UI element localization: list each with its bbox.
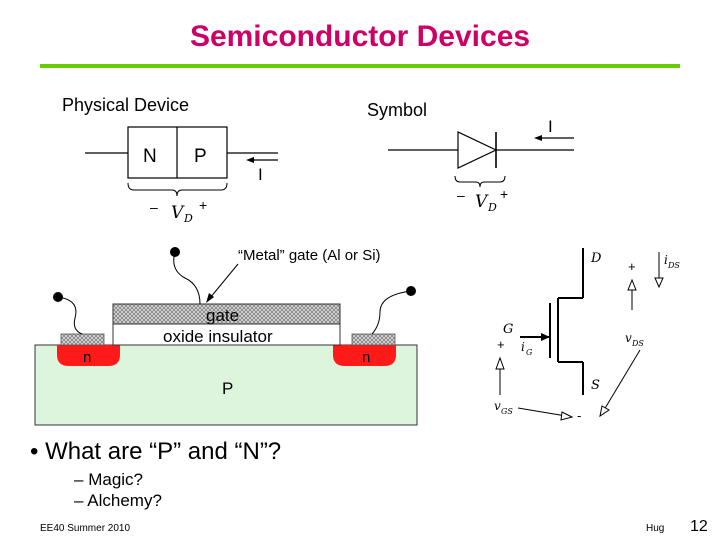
p-label: P [194, 146, 207, 167]
physical-current-label: I [258, 165, 263, 184]
page-number: 12 [690, 518, 708, 535]
symbol-vd-plus: + [500, 186, 508, 202]
vds-pointer-head [599, 405, 610, 418]
footer-course: EE40 Summer 2010 [40, 523, 131, 534]
metal-gate-label: “Metal” gate (Al or Si) [238, 247, 381, 264]
vds-pointer [603, 349, 641, 411]
symbol-heading: Symbol [367, 100, 428, 120]
physical-vd-brace [127, 182, 228, 197]
left-n-label: n [83, 349, 91, 366]
drain-label: D [590, 251, 602, 266]
vgs-label: v [494, 399, 501, 413]
gate-terminal-label: G [503, 322, 513, 337]
vgs-arrowhead [495, 356, 505, 370]
footer-author: Hug [646, 523, 665, 534]
sub-bullet-text: Magic? [88, 470, 144, 489]
gate-metal [112, 303, 341, 325]
ids-sub: DS [667, 261, 680, 270]
physical-vd-sub: D [183, 212, 193, 225]
physical-device-heading: Physical Device [62, 95, 190, 115]
right-n-label: n [362, 349, 370, 366]
slide-title: Semiconductor Devices [189, 20, 531, 53]
symbol-vd-sub: D [487, 201, 497, 214]
vgs-pointer-head [560, 411, 574, 421]
gate-terminal-wire [173, 251, 201, 305]
sub-bullet-text: Alchemy? [87, 491, 162, 510]
substrate-label: P [222, 379, 233, 398]
metal-gate-pointer [209, 263, 239, 299]
main-bullet: • What are “P” and “N”? [30, 438, 281, 466]
vds-sub: DS [631, 339, 644, 348]
bullet-text: What are “P” and “N”? [45, 438, 282, 465]
ids-plus: + [628, 259, 636, 274]
sub-bullet-2: – Alchemy? [74, 491, 162, 511]
symbol-vd-brace [454, 175, 506, 188]
gate-label: gate [206, 306, 239, 325]
left-terminal-wire [57, 296, 83, 335]
vds-arrowhead [627, 278, 637, 291]
vgs-plus: + [497, 337, 505, 352]
title-rule [40, 64, 680, 68]
physical-vd-label: V [171, 203, 185, 223]
ig-sub: G [526, 348, 533, 357]
symbol-vd-label: V [475, 192, 489, 212]
n-label: N [143, 146, 157, 167]
gate-arrowhead [541, 333, 550, 341]
right-n-region [333, 345, 396, 366]
vgs-pointer [517, 407, 567, 417]
sub-bullet-1: – Magic? [74, 470, 143, 490]
physical-vd-minus: – [150, 199, 158, 215]
ids-arrowhead [654, 277, 664, 289]
vgs-minus: - [577, 408, 581, 423]
right-contact [351, 333, 396, 346]
vgs-sub: GS [501, 407, 513, 416]
left-contact [60, 333, 105, 346]
physical-vd-plus: + [199, 197, 207, 213]
sub-bullet-dash: – [74, 470, 84, 489]
oxide-label: oxide insulator [163, 327, 273, 346]
diode-triangle [457, 131, 498, 169]
right-terminal-wire [371, 290, 412, 335]
symbol-vd-minus: – [457, 187, 465, 203]
symbol-current-label: I [548, 117, 553, 136]
metal-gate-pointer-head [206, 293, 214, 303]
physical-current-arrowhead [246, 157, 254, 163]
sub-bullet-dash: – [74, 491, 84, 510]
ids-label: i [664, 253, 668, 267]
bullet-dot: • [30, 438, 39, 465]
symbol-current-arrowhead [534, 135, 542, 141]
source-label: S [591, 378, 600, 393]
ig-label: i [521, 340, 525, 354]
vds-label: v [625, 331, 632, 345]
left-n-region [57, 345, 120, 366]
